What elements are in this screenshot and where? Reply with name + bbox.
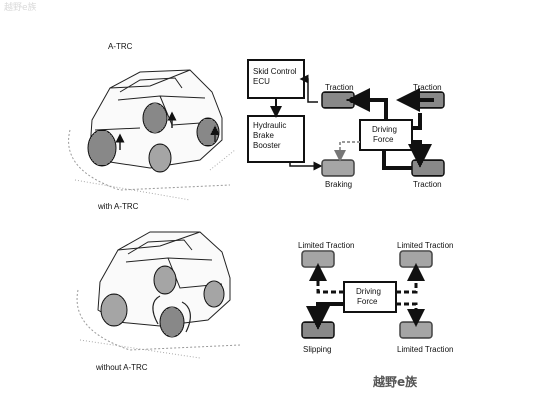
- limited-tire-rear-right: [399, 321, 433, 339]
- car-illustration-without-atrc: [76, 231, 241, 359]
- car1-rear-left-wheel: [142, 102, 168, 134]
- car1-front-right-wheel: [148, 143, 172, 173]
- traction-tire-front-left: [321, 91, 355, 109]
- booster-line1: Hydraulic: [253, 121, 286, 130]
- ecu-line1: Skid Control: [253, 67, 297, 76]
- braking-label: Braking: [325, 180, 353, 189]
- car2-front-right-wheel: [159, 306, 185, 338]
- with-atrc-caption: with A-TRC: [98, 202, 139, 211]
- driving-force-1-line1: Driving: [372, 125, 397, 134]
- atrc-title: A-TRC: [108, 42, 133, 51]
- driving-force-2-line1: Driving: [356, 287, 381, 296]
- atrc-block-diagram: Skid Control ECU Hydraulic Brake Booster…: [247, 59, 445, 177]
- car1-front-left-wheel: [87, 129, 117, 167]
- without-atrc-caption: without A-TRC: [96, 363, 148, 372]
- car2-front-left-wheel: [100, 293, 128, 327]
- limited-traction-label-rear-right: Limited Traction: [397, 345, 454, 354]
- traction-label-front-left: Traction: [325, 83, 354, 92]
- booster-line2: Brake: [253, 131, 274, 140]
- hydraulic-brake-booster-box: [247, 115, 305, 163]
- limited-traction-label-front-right: Limited Traction: [397, 241, 454, 250]
- no-atrc-block-diagram: Driving Force: [301, 250, 433, 339]
- limited-tire-front-left: [301, 250, 335, 268]
- traction-tire-rear-right: [411, 159, 445, 177]
- braking-tire: [321, 159, 355, 177]
- car2-rear-left-wheel: [153, 265, 177, 295]
- top-watermark: 越野e族: [4, 3, 37, 13]
- driving-force-box-2: [343, 281, 397, 313]
- ecu-line2: ECU: [253, 77, 270, 86]
- traction-label-front-right: Traction: [413, 83, 442, 92]
- traction-label-rear-right: Traction: [413, 180, 442, 189]
- car2-rear-right-wheel: [203, 280, 225, 308]
- car-illustration-with-atrc: [68, 69, 236, 201]
- slipping-label: Slipping: [303, 345, 332, 354]
- driving-force-1-line2: Force: [373, 135, 394, 144]
- booster-line3: Booster: [253, 141, 281, 150]
- limited-traction-label-front-left: Limited Traction: [298, 241, 355, 250]
- bottom-watermark: 越野e族: [373, 375, 418, 389]
- limited-tire-front-right: [399, 250, 433, 268]
- driving-force-2-line2: Force: [357, 297, 378, 306]
- slipping-tire: [301, 321, 335, 339]
